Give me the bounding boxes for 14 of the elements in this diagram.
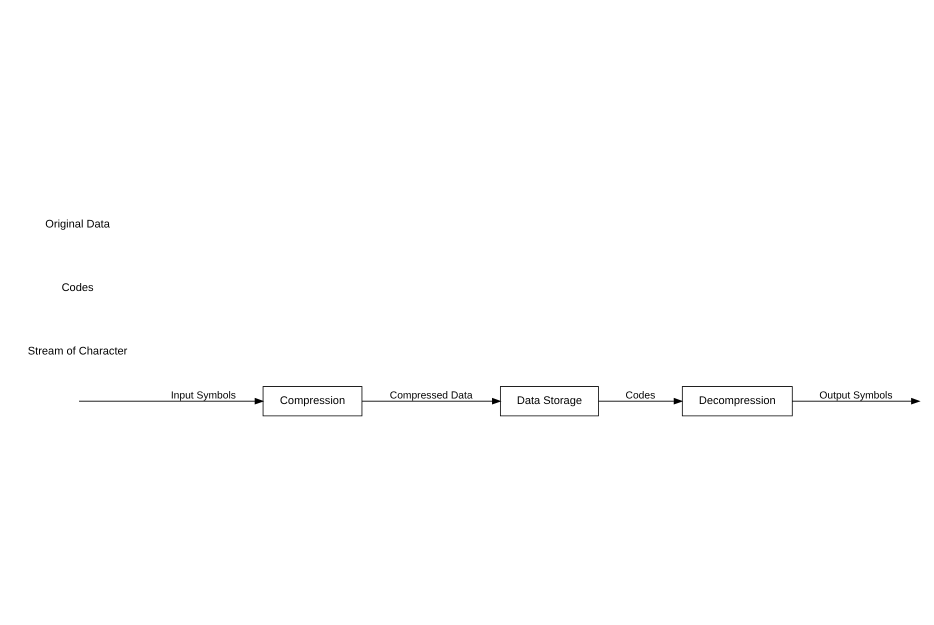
node-box: Compression xyxy=(262,386,362,416)
edge-label: Input Symbols xyxy=(170,390,236,401)
label: Codes xyxy=(62,282,94,294)
edge-label: Codes xyxy=(626,390,656,401)
node-box: Decompression xyxy=(682,386,793,416)
node-box: Data Storage xyxy=(500,386,599,416)
arrow xyxy=(598,397,684,404)
label: Original Data xyxy=(45,218,110,230)
arrow xyxy=(362,397,502,404)
edge-label: Output Symbols xyxy=(819,390,892,401)
edge-label: Compressed Data xyxy=(390,390,473,401)
arrow xyxy=(792,397,921,404)
label: Stream of Character xyxy=(28,344,128,357)
arrow xyxy=(78,397,264,404)
